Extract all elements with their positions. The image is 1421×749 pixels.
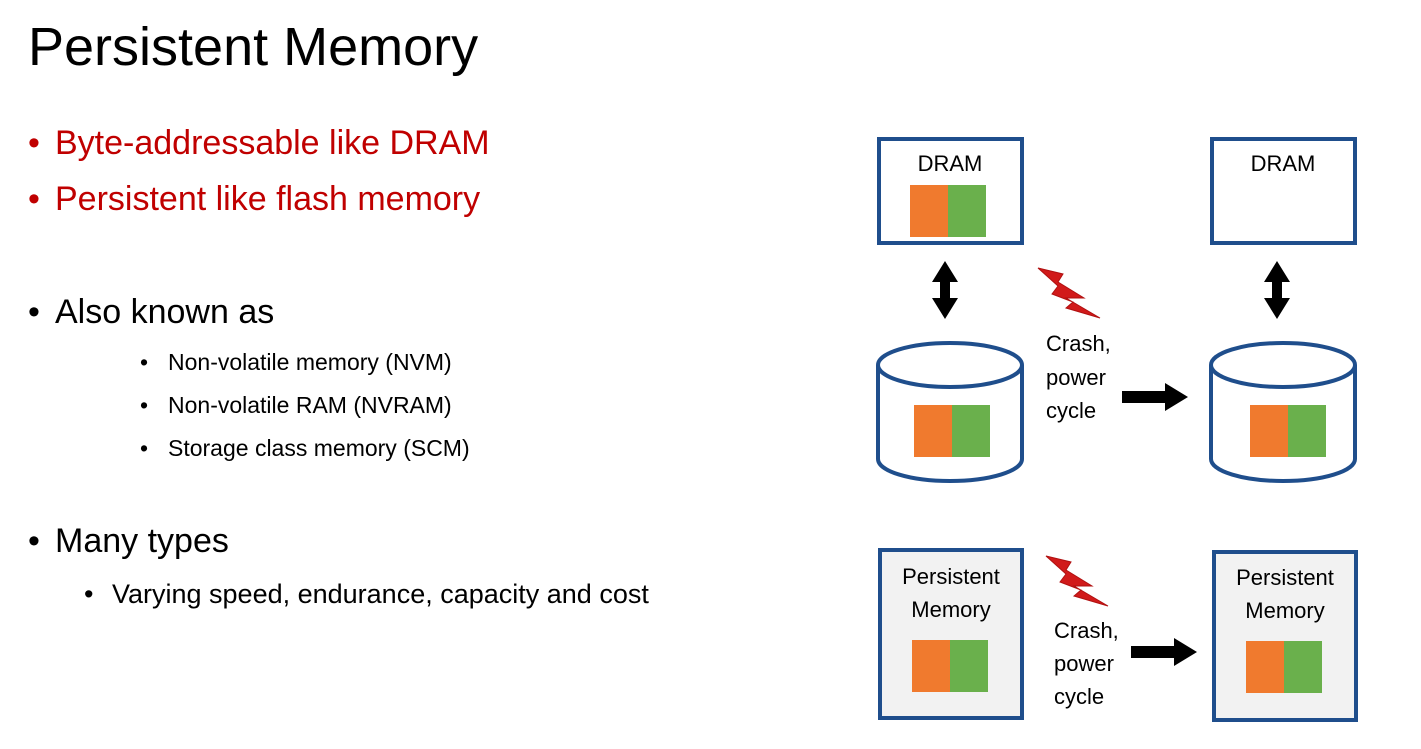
sub-bullet-nvm: •Non-volatile memory (NVM) — [140, 349, 452, 375]
pm-box-before: Persistent Memory — [878, 548, 1024, 720]
bullet-also-known-as: •Also known as — [28, 290, 274, 334]
svg-text:Memory: Memory — [911, 597, 990, 622]
bullet-dot: • — [140, 392, 149, 418]
lightning-icon — [1037, 267, 1101, 319]
lightning-icon — [1045, 555, 1109, 607]
bullet-dot: • — [28, 124, 40, 162]
data-block — [912, 640, 988, 692]
dram-box-before: DRAM — [877, 137, 1024, 245]
dram-label: DRAM — [918, 151, 983, 176]
crash-event-label-bottom: Crash, power cycle — [1054, 618, 1119, 709]
svg-text:Memory: Memory — [1245, 598, 1324, 623]
right-arrow-icon — [1122, 383, 1188, 411]
svg-text:Crash,: Crash, — [1046, 331, 1111, 356]
dram-box-after: DRAM — [1210, 137, 1357, 245]
crash-event-label-top: Crash, power cycle — [1046, 331, 1111, 423]
bullet-dot: • — [84, 579, 94, 609]
sub-bullet-varying: •Varying speed, endurance, capacity and … — [84, 576, 649, 612]
svg-text:power: power — [1046, 365, 1106, 390]
bullet-dot: • — [140, 349, 149, 375]
bullet-many-types: •Many types — [28, 519, 229, 563]
bullet-dot: • — [28, 522, 40, 560]
double-arrow-icon — [1264, 261, 1290, 319]
bullet-persistent-like-flash: •Persistent like flash memory — [28, 177, 480, 221]
double-arrow-icon — [932, 261, 958, 319]
right-arrow-icon — [1131, 638, 1197, 666]
pm-box-after: Persistent Memory — [1212, 550, 1358, 722]
bullet-dot: • — [140, 435, 149, 461]
slide-title: Persistent Memory — [28, 17, 479, 77]
svg-text:power: power — [1054, 651, 1114, 676]
data-block — [1250, 405, 1326, 457]
svg-text:cycle: cycle — [1046, 398, 1096, 423]
svg-text:Persistent: Persistent — [902, 564, 1000, 589]
svg-text:cycle: cycle — [1054, 684, 1104, 709]
storage-cylinder-after — [1209, 341, 1357, 483]
svg-text:Crash,: Crash, — [1054, 618, 1119, 643]
storage-cylinder-before — [876, 341, 1024, 483]
bullet-byte-addressable: •Byte-addressable like DRAM — [28, 121, 490, 165]
sub-bullet-scm: •Storage class memory (SCM) — [140, 435, 470, 461]
bullet-dot: • — [28, 293, 40, 331]
sub-bullet-nvram: •Non-volatile RAM (NVRAM) — [140, 392, 452, 418]
dram-label: DRAM — [1251, 151, 1316, 176]
data-block — [914, 405, 990, 457]
bullet-list: •Byte-addressable like DRAM •Persistent … — [28, 121, 649, 612]
bullet-dot: • — [28, 180, 40, 218]
data-block — [1246, 641, 1322, 693]
data-block — [910, 185, 986, 237]
svg-text:Persistent: Persistent — [1236, 565, 1334, 590]
